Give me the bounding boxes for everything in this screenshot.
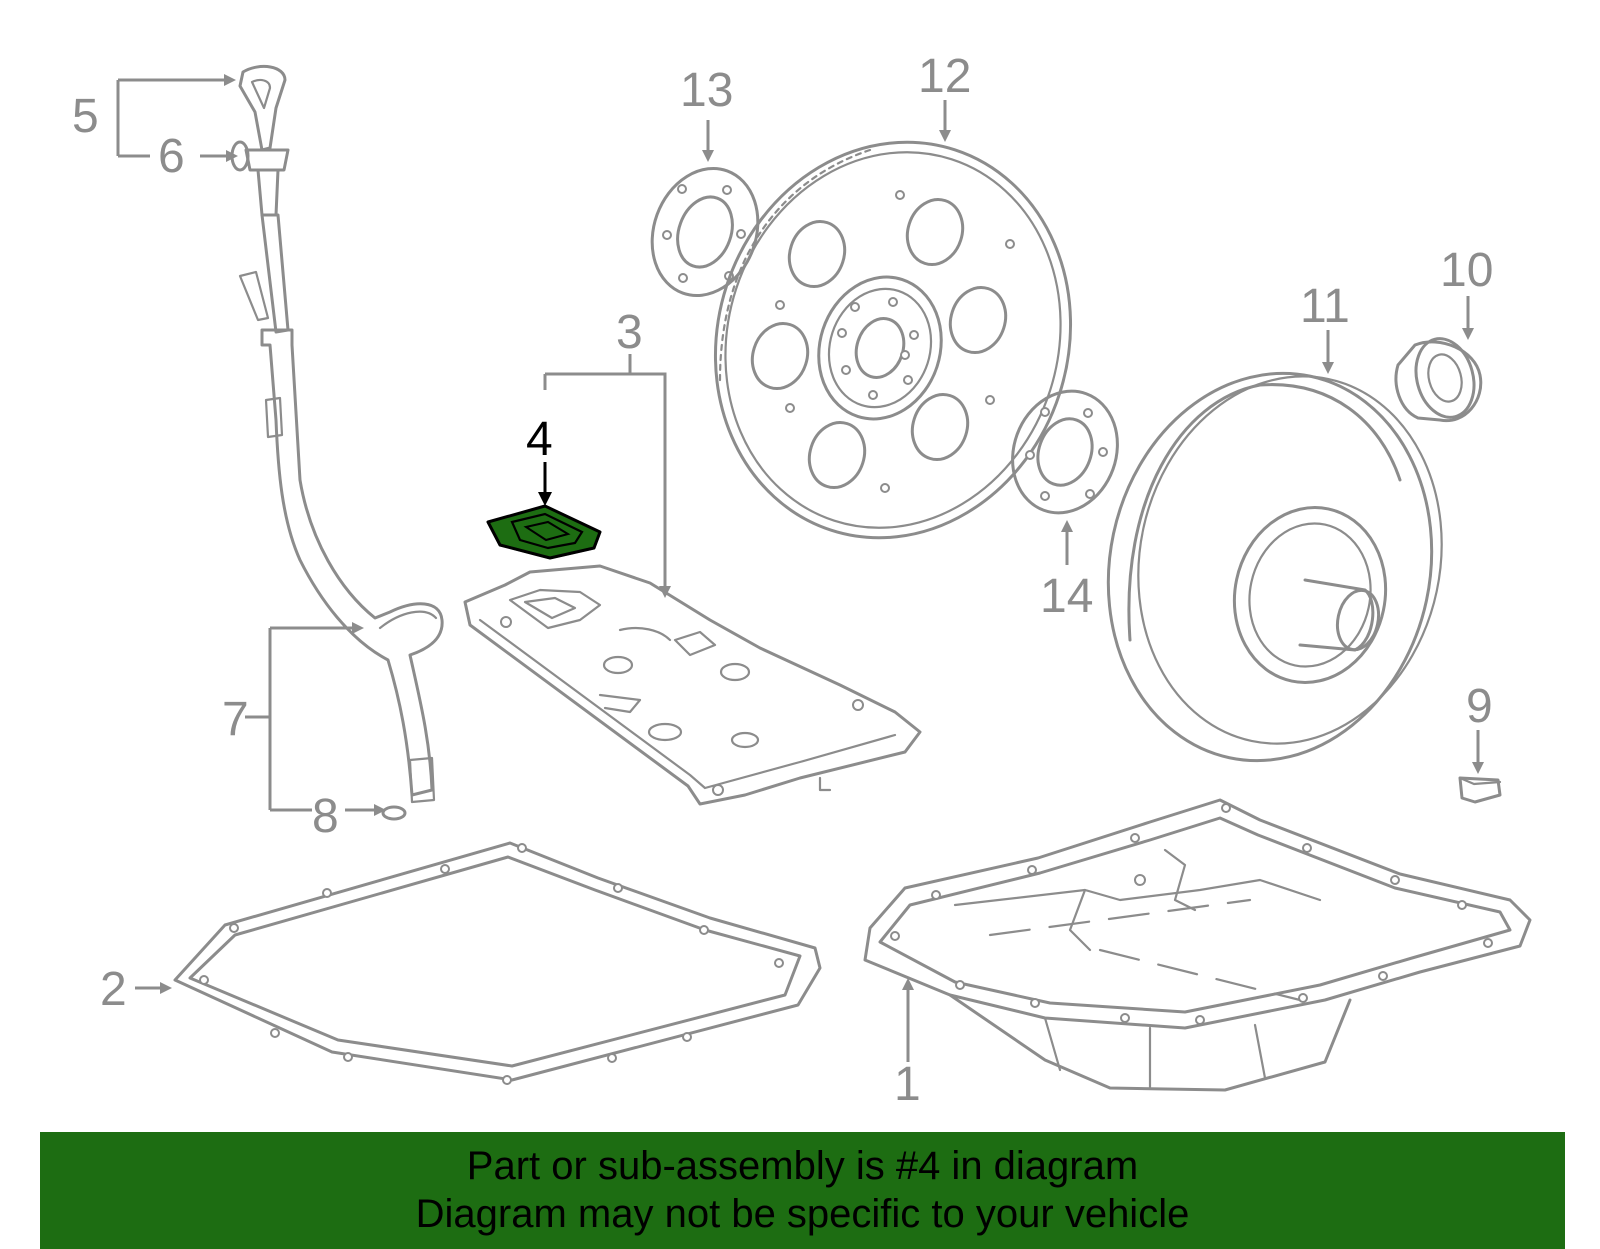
info-banner: Part or sub-assembly is #4 in diagram Di… [40,1132,1565,1249]
oil-strainer [463,564,922,806]
spacer-14 [1011,389,1119,515]
drive-plate-12 [713,140,1073,540]
tube-o-ring [381,805,407,821]
callout-8: 8 [312,790,339,843]
callout-4: 4 [526,413,553,466]
callout-3: 3 [616,306,643,359]
filter-part-4 [486,504,602,560]
torque-converter-11 [1106,371,1443,763]
callout-12: 12 [918,50,971,103]
dipstick [238,64,290,334]
pan-gasket [173,841,822,1085]
callout-1: 1 [894,1058,921,1111]
callout-numbers: 5 6 7 8 2 3 4 13 12 14 11 10 9 1 [72,50,1493,1111]
callout-10: 10 [1440,244,1493,297]
callout-2: 2 [100,963,127,1016]
callout-6: 6 [158,130,185,183]
plug-9 [1458,776,1502,804]
bushing-10 [1394,337,1483,423]
dipstick-tube [260,328,444,804]
banner-line-1: Part or sub-assembly is #4 in diagram [466,1144,1139,1188]
callout-11: 11 [1300,280,1350,333]
oil-pan-1 [863,798,1532,1092]
callout-13: 13 [680,64,733,117]
callout-5: 5 [72,90,99,143]
callout-14: 14 [1040,570,1093,623]
banner-line-2: Diagram may not be specific to your vehi… [415,1192,1190,1236]
callout-7: 7 [222,693,249,746]
callout-9: 9 [1466,680,1493,733]
leader-lines [116,74,1484,1062]
